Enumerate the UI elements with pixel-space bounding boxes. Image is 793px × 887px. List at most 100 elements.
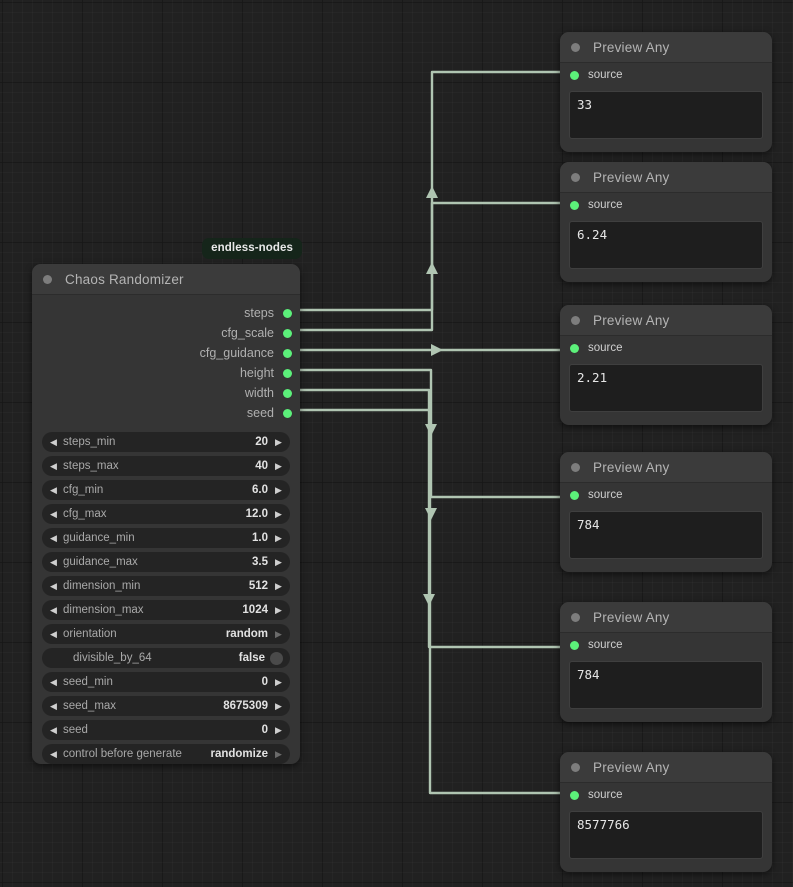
input-slot-dot-icon[interactable]	[570, 200, 579, 210]
output-slot-height[interactable]: height	[32, 363, 300, 383]
output-slot-dot-icon[interactable]	[283, 408, 292, 418]
node-header[interactable]: Preview Any	[560, 32, 772, 63]
increment-arrow-icon[interactable]: ▶	[275, 748, 282, 759]
output-slot-dot-icon[interactable]	[283, 348, 292, 358]
output-slot-dot-icon[interactable]	[283, 388, 292, 398]
output-slot-steps[interactable]: steps	[32, 303, 300, 323]
input-slot-dot-icon[interactable]	[570, 490, 579, 500]
widget-value: 0	[261, 724, 268, 736]
widget-value: 40	[255, 460, 268, 472]
output-slot-cfg-guidance[interactable]: cfg_guidance	[32, 343, 300, 363]
node-title: Preview Any	[593, 169, 670, 185]
collapse-dot-icon[interactable]	[571, 762, 580, 772]
decrement-arrow-icon[interactable]: ◀	[50, 436, 57, 447]
decrement-arrow-icon[interactable]: ◀	[50, 532, 57, 543]
collapse-dot-icon[interactable]	[571, 612, 580, 622]
link-steps	[297, 70, 565, 312]
decrement-arrow-icon[interactable]: ◀	[50, 748, 57, 759]
input-slot-source[interactable]: source	[560, 63, 772, 87]
decrement-arrow-icon[interactable]: ◀	[50, 628, 57, 639]
output-slot-label: width	[244, 386, 274, 400]
input-slot-label: source	[588, 489, 623, 501]
node-header[interactable]: Preview Any	[560, 752, 772, 783]
node-header[interactable]: Preview Any	[560, 452, 772, 483]
output-slot-width[interactable]: width	[32, 383, 300, 403]
collapse-dot-icon[interactable]	[571, 462, 580, 472]
input-slot-source[interactable]: source	[560, 783, 772, 807]
output-slot-dot-icon[interactable]	[283, 328, 292, 338]
decrement-arrow-icon[interactable]: ◀	[50, 484, 57, 495]
input-slot-label: source	[588, 789, 623, 801]
increment-arrow-icon[interactable]: ▶	[275, 508, 282, 519]
decrement-arrow-icon[interactable]: ◀	[50, 460, 57, 471]
increment-arrow-icon[interactable]: ▶	[275, 700, 282, 711]
output-slot-dot-icon[interactable]	[283, 308, 292, 318]
decrement-arrow-icon[interactable]: ◀	[50, 508, 57, 519]
increment-arrow-icon[interactable]: ▶	[275, 676, 282, 687]
node-header[interactable]: Preview Any	[560, 305, 772, 336]
input-slot-dot-icon[interactable]	[570, 640, 579, 650]
input-slot-source[interactable]: source	[560, 483, 772, 507]
node-header[interactable]: Preview Any	[560, 162, 772, 193]
input-slot-dot-icon[interactable]	[570, 70, 579, 80]
input-slot-source[interactable]: source	[560, 193, 772, 217]
node-header[interactable]: Chaos Randomizer	[32, 264, 300, 295]
input-slot-source[interactable]: source	[560, 633, 772, 657]
collapse-dot-icon[interactable]	[43, 274, 52, 284]
decrement-arrow-icon[interactable]: ◀	[50, 700, 57, 711]
decrement-arrow-icon[interactable]: ◀	[50, 580, 57, 591]
decrement-arrow-icon[interactable]: ◀	[50, 724, 57, 735]
increment-arrow-icon[interactable]: ▶	[275, 628, 282, 639]
increment-arrow-icon[interactable]: ▶	[275, 532, 282, 543]
increment-arrow-icon[interactable]: ▶	[275, 580, 282, 591]
input-slot-source[interactable]: source	[560, 336, 772, 360]
increment-arrow-icon[interactable]: ▶	[275, 604, 282, 615]
collapse-dot-icon[interactable]	[571, 42, 580, 52]
decrement-arrow-icon[interactable]: ◀	[50, 604, 57, 615]
toggle-knob-icon[interactable]	[270, 651, 283, 665]
collapse-dot-icon[interactable]	[571, 172, 580, 182]
increment-arrow-icon[interactable]: ▶	[275, 484, 282, 495]
increment-arrow-icon[interactable]: ▶	[275, 460, 282, 471]
node-chaos-randomizer[interactable]: endless-nodes Chaos Randomizer steps cfg…	[32, 238, 302, 764]
node-header[interactable]: Preview Any	[560, 602, 772, 633]
increment-arrow-icon[interactable]: ▶	[275, 436, 282, 447]
decrement-arrow-icon[interactable]: ◀	[50, 556, 57, 567]
collapse-dot-icon[interactable]	[571, 315, 580, 325]
increment-arrow-icon[interactable]: ▶	[275, 724, 282, 735]
output-slot-cfg-scale[interactable]: cfg_scale	[32, 323, 300, 343]
decrement-arrow-icon[interactable]: ◀	[50, 676, 57, 687]
output-slot-dot-icon[interactable]	[283, 368, 292, 378]
increment-arrow-icon[interactable]: ▶	[275, 556, 282, 567]
input-slot-dot-icon[interactable]	[570, 343, 579, 353]
output-slot-seed[interactable]: seed	[32, 403, 300, 423]
input-slot-dot-icon[interactable]	[570, 790, 579, 800]
widget-value: 1.0	[252, 532, 268, 544]
node-title: Preview Any	[593, 312, 670, 328]
